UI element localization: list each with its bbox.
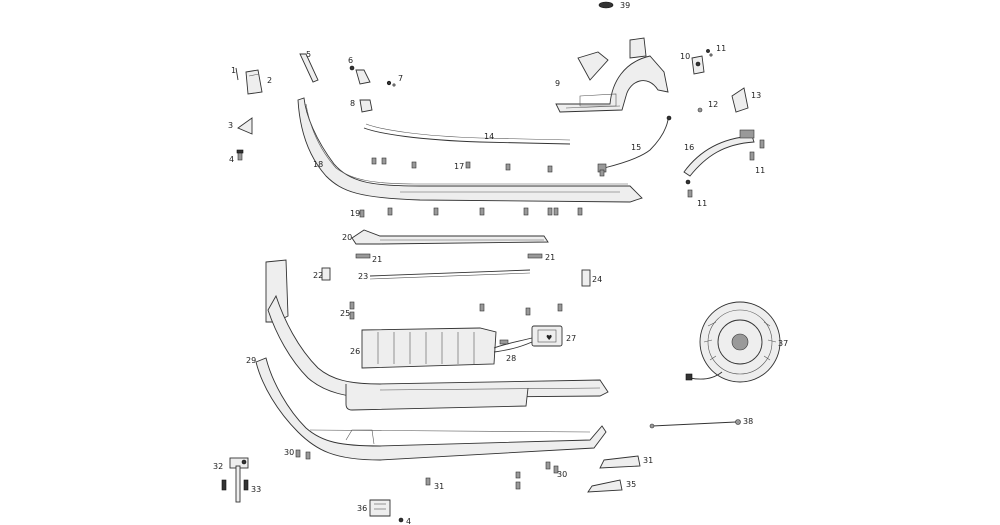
part-15-cable	[597, 115, 672, 173]
label-16: 16	[684, 143, 694, 152]
svg-text:♥: ♥	[546, 334, 552, 342]
part-19-screws	[359, 207, 583, 218]
part-17-screws	[371, 157, 605, 177]
label-23: 23	[358, 272, 368, 281]
frame-stem	[265, 259, 609, 411]
label-28: 28	[506, 354, 516, 363]
label-20: 20	[342, 233, 352, 242]
label-32: 32	[213, 462, 223, 471]
part-16-bracket	[683, 129, 755, 185]
label-30: 30	[284, 448, 294, 457]
part-11a	[706, 49, 713, 57]
label-36: 36	[357, 504, 367, 513]
part-38-axle	[649, 419, 741, 429]
part-labels: 1 2 3 4 5 6 7 8 9 10 11 11 11 11 12 13 1…	[213, 1, 788, 525]
part-28-wiring	[493, 337, 533, 353]
label-3: 3	[228, 121, 233, 130]
label-4: 4	[406, 517, 411, 525]
part-5	[299, 53, 319, 83]
label-24: 24	[592, 275, 602, 284]
label-6: 6	[348, 56, 353, 65]
part-21b	[527, 253, 543, 259]
label-19: 19	[350, 209, 360, 218]
part-36	[369, 499, 391, 517]
part-30-screws-b	[545, 461, 559, 474]
label-14: 14	[484, 132, 494, 141]
label-21: 21	[372, 255, 382, 264]
label-27: 27	[566, 334, 576, 343]
label-38: 38	[743, 417, 753, 426]
part-1	[235, 67, 239, 81]
part-31-reflector	[599, 455, 641, 469]
label-33: 33	[251, 485, 261, 494]
part-11b	[749, 139, 765, 161]
part-9-rear-fender	[555, 37, 669, 113]
label-7: 7	[398, 74, 403, 83]
part-39	[598, 1, 614, 9]
label-9: 9	[555, 79, 560, 88]
label-17: 17	[454, 162, 464, 171]
part-33	[221, 479, 249, 491]
label-13: 13	[751, 91, 761, 100]
label-26: 26	[350, 347, 360, 356]
part-26-battery	[361, 327, 497, 369]
part-7	[386, 80, 396, 87]
part-3	[237, 117, 253, 135]
label-11: 11	[716, 44, 726, 53]
label-31: 31	[643, 456, 653, 465]
part-12	[697, 107, 703, 113]
label-11: 11	[697, 199, 707, 208]
part-31-screws	[425, 471, 521, 490]
label-25: 25	[340, 309, 350, 318]
part-14	[363, 123, 571, 145]
label-11: 11	[755, 166, 765, 175]
part-24	[581, 269, 591, 287]
label-31: 31	[434, 482, 444, 491]
part-22	[321, 267, 331, 281]
label-1: 1	[231, 66, 236, 75]
label-5: 5	[306, 50, 311, 59]
label-21: 21	[545, 253, 555, 262]
part-10	[691, 55, 705, 75]
part-2	[245, 69, 263, 95]
part-27-controller: ♥	[531, 325, 563, 347]
part-35-reflector	[587, 479, 623, 493]
label-12: 12	[708, 100, 718, 109]
part-30-screws-a	[295, 449, 311, 460]
label-39: 39	[620, 1, 630, 10]
label-2: 2	[267, 76, 272, 85]
label-35: 35	[626, 480, 636, 489]
label-37: 37	[778, 339, 788, 348]
label-4: 4	[229, 155, 234, 164]
label-10: 10	[680, 52, 690, 61]
label-18: 18	[313, 160, 323, 169]
part-11c	[687, 189, 693, 198]
part-4b	[398, 517, 404, 523]
label-15: 15	[631, 143, 641, 152]
part-29-bottom-deck	[255, 357, 607, 461]
part-8	[359, 99, 373, 113]
part-18-deck-cover	[297, 97, 643, 203]
part-20	[351, 229, 549, 245]
label-29: 29	[246, 356, 256, 365]
part-13	[731, 87, 749, 113]
label-8: 8	[350, 99, 355, 108]
part-21a	[355, 253, 371, 259]
part-37-wheel	[685, 301, 781, 383]
part-6	[349, 65, 371, 85]
part-32-kickstand	[229, 457, 249, 503]
label-22: 22	[313, 271, 323, 280]
part-4a	[236, 149, 244, 161]
part-25-screws	[349, 301, 563, 320]
label-30: 30	[557, 470, 567, 479]
part-23-rod	[369, 269, 531, 280]
